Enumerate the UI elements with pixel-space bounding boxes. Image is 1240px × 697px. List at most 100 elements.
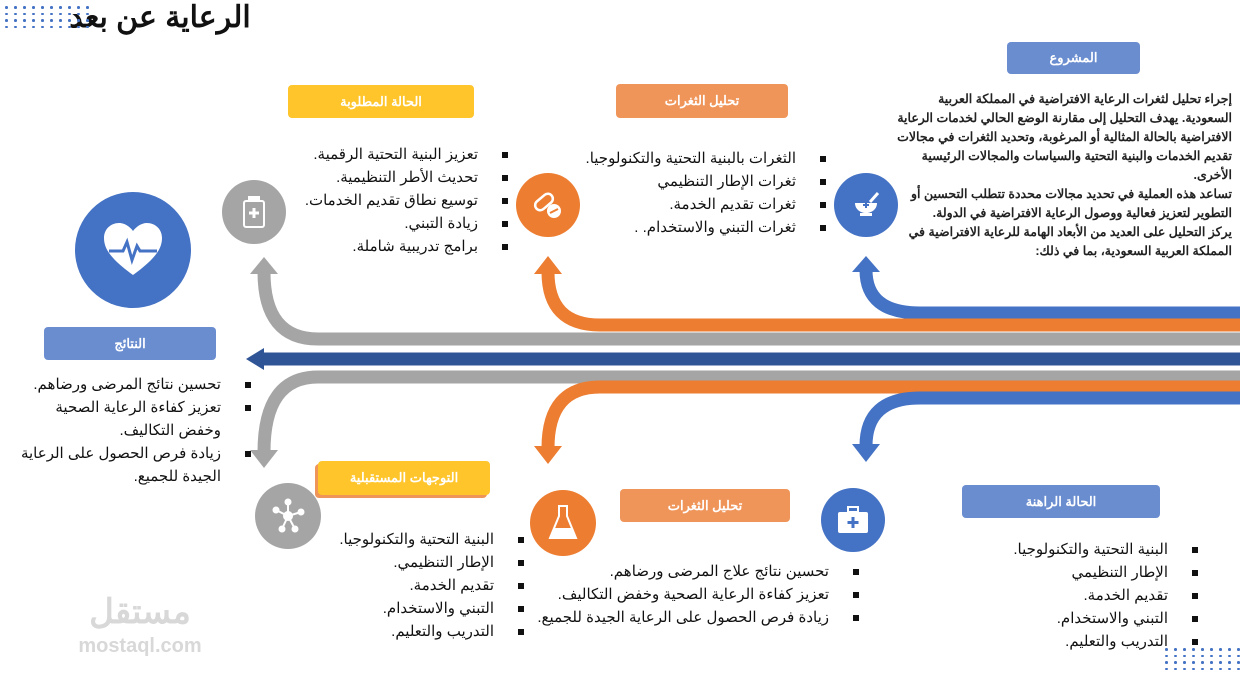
list-item: الثغرات بالبنية التحتية والتكنولوجيا. [555, 147, 830, 170]
list-item: تقديم الخدمة. [318, 574, 528, 597]
grey-arrow-up-path [257, 271, 1240, 346]
dot [1237, 661, 1240, 664]
list-item: زيادة فرص الحصول على الرعاية الجيدة للجم… [528, 606, 863, 629]
dot [14, 25, 17, 28]
dot [86, 6, 89, 9]
dot [1192, 648, 1195, 651]
list-item: تقديم الخدمة. [990, 584, 1202, 607]
results-header: النتائج [44, 327, 216, 360]
desired-list: تعزيز البنية التحتية الرقمية. تحديث الأط… [290, 143, 512, 258]
dot [1219, 667, 1222, 670]
dot [14, 19, 17, 22]
dot [77, 6, 80, 9]
dot [1237, 654, 1240, 657]
first-aid-kit-icon [821, 488, 885, 552]
dot [1219, 661, 1222, 664]
dot [86, 25, 89, 28]
dot [1228, 648, 1231, 651]
dot [5, 25, 8, 28]
watermark: مستقل mostaql.com [60, 595, 220, 663]
list-item: التدريب والتعليم. [318, 620, 528, 643]
dot [32, 6, 35, 9]
dot [5, 12, 8, 15]
dot [1228, 661, 1231, 664]
dot [1201, 667, 1204, 670]
watermark-arabic: مستقل [89, 593, 191, 631]
blue-arrow-down-path [859, 391, 1240, 447]
list-item: التبني والاستخدام. [318, 597, 528, 620]
dot [14, 6, 17, 9]
list-item: تحسين نتائج علاج المرضى ورضاهم. [528, 560, 863, 583]
dot [1201, 654, 1204, 657]
network-icon [255, 483, 321, 549]
list-item: البنية التحتية والتكنولوجيا. [318, 528, 528, 551]
dot [41, 12, 44, 15]
list-item: تحسين نتائج المرضى ورضاهم. [10, 373, 255, 396]
dot [1183, 667, 1186, 670]
dot [1228, 654, 1231, 657]
desired-state-header: الحالة المطلوبة [288, 85, 474, 118]
dot [1183, 654, 1186, 657]
project-paragraph: إجراء تحليل لثغرات الرعاية الافتراضية في… [897, 92, 1232, 182]
project-header: المشروع [1007, 42, 1140, 74]
list-item: زيادة التبني. [290, 212, 512, 235]
list-item: الإطار التنظيمي. [318, 551, 528, 574]
dot [1210, 654, 1213, 657]
dot [68, 19, 71, 22]
dot [5, 6, 8, 9]
orange-arrow-down-head [534, 446, 562, 464]
future-list: البنية التحتية والتكنولوجيا. الإطار التن… [318, 528, 528, 643]
dot [41, 6, 44, 9]
dot [50, 19, 53, 22]
dot [32, 12, 35, 15]
dot-grid-top [5, 6, 91, 28]
list-item: ثغرات الإطار التنظيمي [555, 170, 830, 193]
dot [1165, 654, 1168, 657]
current-label: الحالة الراهنة [1025, 493, 1097, 509]
current-list: البنية التحتية والتكنولوجيا. الإطار التن… [990, 538, 1202, 653]
dot [77, 25, 80, 28]
dot [1192, 661, 1195, 664]
dot [32, 25, 35, 28]
list-item: الإطار التنظيمي [990, 561, 1202, 584]
dot [50, 25, 53, 28]
dot [77, 19, 80, 22]
dot [1183, 648, 1186, 651]
gap-analysis-bottom-header: تحليل الثغرات [620, 489, 790, 522]
dot [1192, 667, 1195, 670]
dot [1210, 667, 1213, 670]
flask-icon [530, 490, 596, 556]
dot [1237, 648, 1240, 651]
dot [1165, 648, 1168, 651]
heart-pulse-icon [75, 192, 191, 308]
list-item: تعزيز البنية التحتية الرقمية. [290, 143, 512, 166]
medicine-bottle-icon [222, 180, 286, 244]
dot-grid-bottom [1165, 648, 1240, 670]
grey-arrow-up-head [250, 257, 278, 274]
list-item: تحديث الأطر التنظيمية. [290, 166, 512, 189]
orange-arrow-down-path [541, 380, 1240, 449]
dot [50, 6, 53, 9]
project-description: إجراء تحليل لثغرات الرعاية الافتراضية في… [892, 90, 1232, 261]
dot [59, 25, 62, 28]
dot [1228, 667, 1231, 670]
dot [1174, 648, 1177, 651]
orange-arrow-up-head [534, 256, 562, 274]
dot [68, 6, 71, 9]
list-item: زيادة فرص الحصول على الرعاية الجيدة للجم… [10, 442, 255, 488]
dot [5, 19, 8, 22]
dark-blue-arrow-head [246, 348, 264, 370]
dot [1219, 648, 1222, 651]
dot [1165, 667, 1168, 670]
dot [1201, 648, 1204, 651]
blue-arrow-up-path [859, 269, 1240, 320]
dot [68, 25, 71, 28]
dot [1219, 654, 1222, 657]
dot [1210, 648, 1213, 651]
dot [1174, 654, 1177, 657]
pills-icon [516, 173, 580, 237]
dot [1192, 654, 1195, 657]
dot [23, 12, 26, 15]
dot [1237, 667, 1240, 670]
